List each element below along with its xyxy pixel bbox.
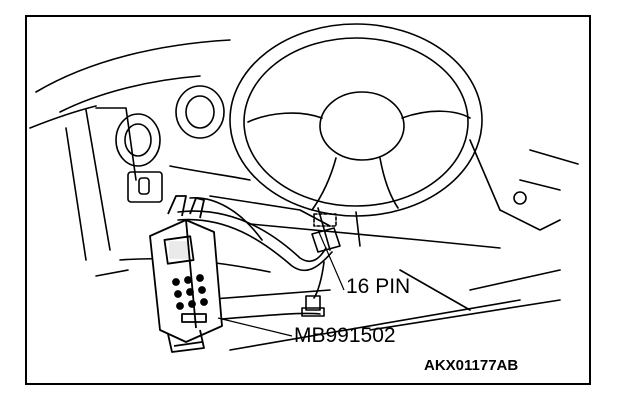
tool-leader-line [217, 317, 293, 337]
dashboard-drawing [29, 23, 579, 351]
connector-label: 16 PIN [346, 275, 410, 298]
figure-code: AKX01177AB [424, 357, 518, 374]
connector-leader-line [317, 229, 345, 291]
leader-lines [217, 229, 345, 337]
tool-label: MB991502 [294, 324, 396, 347]
figure-frame [25, 15, 591, 385]
scan-tool-drawing [149, 195, 223, 353]
